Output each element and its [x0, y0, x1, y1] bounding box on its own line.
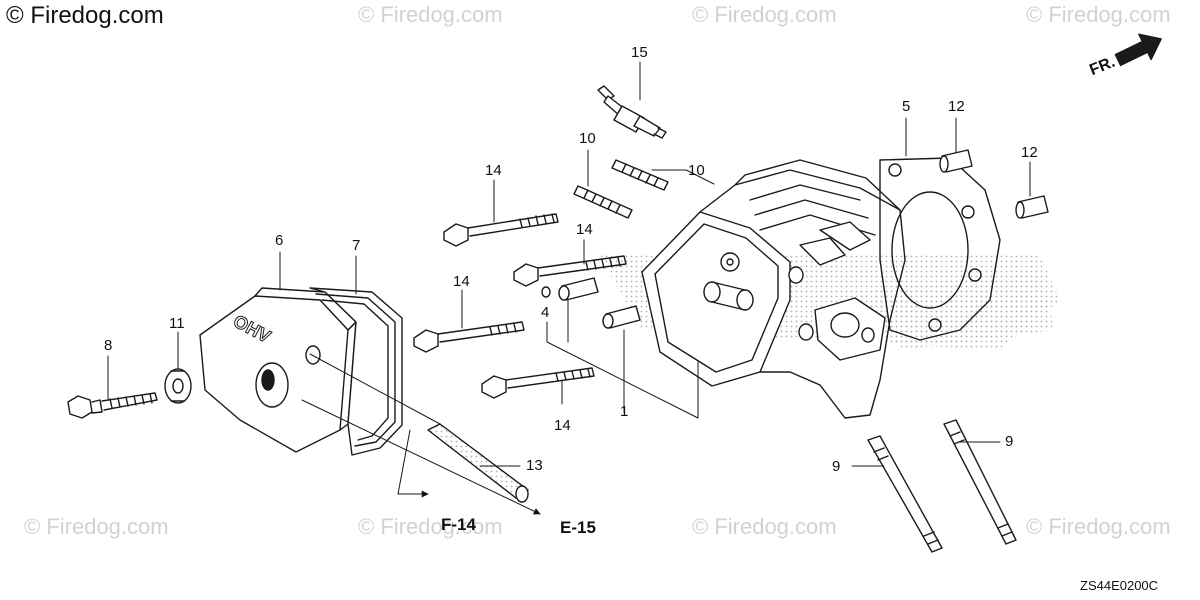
- callout-14: 14: [554, 417, 571, 434]
- callout-8: 8: [104, 337, 113, 354]
- callout-12: 12: [1021, 144, 1038, 161]
- dowel-12-a: [939, 149, 973, 173]
- watermark-main: © Firedog.com: [6, 2, 164, 29]
- callout-9: 9: [832, 458, 841, 475]
- flange-bolt-8: [67, 392, 158, 419]
- watermark: © Firedog.com: [692, 514, 837, 539]
- callout-15: 15: [631, 44, 648, 61]
- diagram-code: ZS44E0200C: [1080, 578, 1159, 593]
- head-cover-6: OHV: [199, 287, 357, 453]
- callout-12: 12: [948, 98, 965, 115]
- callout-4: 4: [541, 304, 550, 321]
- breather-tube-13: [427, 423, 529, 503]
- dowel-12-b: [1015, 195, 1049, 219]
- callout-10: 10: [579, 130, 596, 147]
- callout-1: 1: [620, 403, 629, 420]
- ref-e15-link[interactable]: E-15: [560, 518, 596, 537]
- callout-6: 6: [275, 232, 284, 249]
- callout-14: 14: [453, 273, 470, 290]
- leader-lines: [107, 61, 1031, 467]
- watermark: © Firedog.com: [24, 514, 169, 539]
- bolt-14-low: [481, 367, 595, 399]
- callout-14: 14: [576, 221, 593, 238]
- washer-11: [164, 368, 192, 404]
- front-direction-arrow: [1114, 33, 1162, 67]
- bolt-14-left: [413, 321, 525, 353]
- callout-11: 11: [169, 315, 185, 332]
- watermark: © Firedog.com: [358, 2, 503, 27]
- callout-10: 10: [688, 162, 705, 179]
- stud-10-a: [573, 185, 633, 219]
- dowel-4: [541, 286, 551, 298]
- guide-1-a: [558, 277, 599, 301]
- callout-7: 7: [352, 237, 361, 254]
- callout-13: 13: [526, 457, 543, 474]
- stud-9-a: [867, 435, 943, 553]
- cover-gasket-7: [309, 287, 403, 456]
- callout-14: 14: [485, 162, 502, 179]
- callout-9: 9: [1005, 433, 1014, 450]
- ref-arrow-f14: [397, 429, 429, 498]
- watermark: © Firedog.com: [692, 2, 837, 27]
- guide-1-b: [602, 305, 641, 329]
- spark-plug-15: [597, 85, 667, 139]
- bolt-14-top: [443, 213, 559, 247]
- stud-10-b: [611, 159, 669, 191]
- ref-f14-link[interactable]: F-14: [441, 515, 476, 534]
- bolt-14-mid: [513, 255, 627, 287]
- ref-arrow-e15: [301, 399, 541, 515]
- watermark: © Firedog.com: [358, 514, 503, 539]
- callout-5: 5: [902, 98, 911, 115]
- cylinder-head-1: [641, 159, 906, 419]
- head-gasket-5: [879, 157, 1001, 341]
- watermark: © Firedog.com: [1026, 514, 1171, 539]
- stud-9-b: [943, 419, 1017, 545]
- watermark: © Firedog.com: [1026, 2, 1171, 27]
